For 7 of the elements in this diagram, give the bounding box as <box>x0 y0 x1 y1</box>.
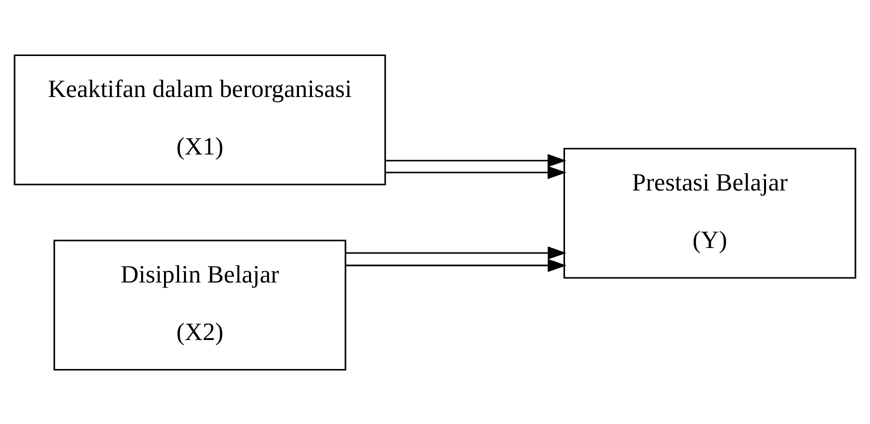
node-box: Disiplin Belajar (X2) <box>54 239 346 370</box>
arrow <box>385 165 566 179</box>
arrow <box>346 258 566 272</box>
node-box: Keaktifan dalam berorganisasi (X1) <box>14 54 386 185</box>
node-box: Prestasi Belajar (Y) <box>563 147 856 278</box>
arrow <box>385 154 566 167</box>
arrow <box>346 246 566 260</box>
